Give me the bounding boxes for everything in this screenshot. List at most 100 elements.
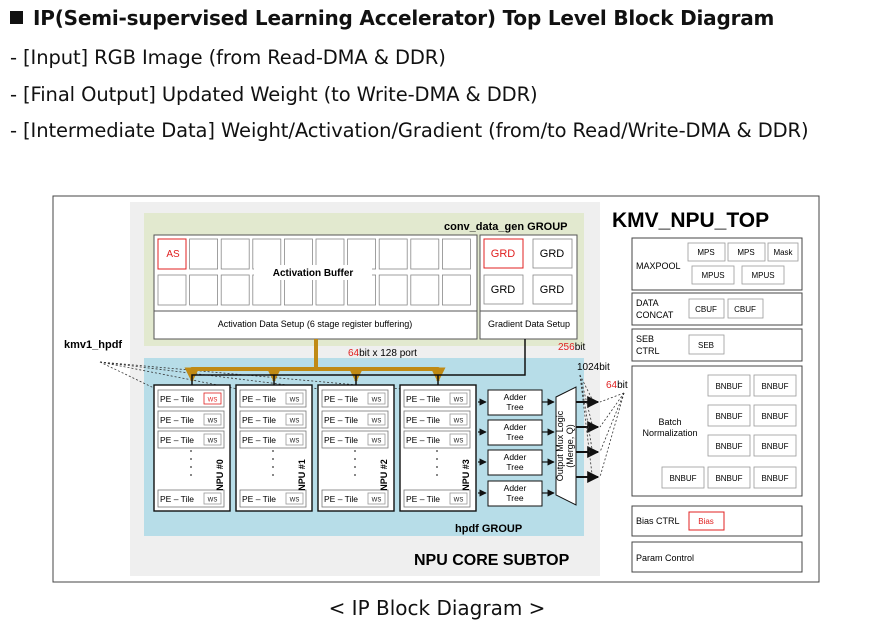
ellipsis-dot <box>190 474 192 476</box>
adder-tree-label: Tree <box>506 462 523 472</box>
ws-label: WS <box>372 439 382 445</box>
seb-label: SEB <box>698 341 714 350</box>
bus-64b-label: 64bit <box>606 380 628 391</box>
ws-box <box>367 392 386 405</box>
bnbuf-label: BNBUF <box>715 412 742 421</box>
ws-label: WS <box>290 398 300 404</box>
maxpool-label: MAXPOOL <box>636 261 681 271</box>
ws-box <box>203 492 222 505</box>
ellipsis-dot <box>272 474 274 476</box>
data-concat-label-2: CONCAT <box>636 310 674 320</box>
title-text: IP(Semi-supervised Learning Accelerator)… <box>33 6 775 30</box>
bus-256-prefix: 256 <box>558 342 575 353</box>
bullet-final-output: - [Final Output] Updated Weight (to Writ… <box>10 83 538 106</box>
bnbuf-label: BNBUF <box>761 442 788 451</box>
bus-64-prefix: 64 <box>348 348 360 359</box>
pe-tile-label: PE – Tile <box>242 435 276 445</box>
bullet-intermediate-data: - [Intermediate Data] Weight/Activation/… <box>10 119 809 142</box>
activation-cell <box>157 274 187 306</box>
ws-box <box>285 433 304 446</box>
bnbuf-label: BNBUF <box>761 474 788 483</box>
adder-tree-label: Tree <box>506 493 523 503</box>
activation-cell <box>252 238 282 270</box>
ellipsis-dot <box>436 458 438 460</box>
cbuf-label-1: CBUF <box>734 305 756 314</box>
mps-label-0: MPS <box>697 248 714 257</box>
adder-tree-label: Adder <box>504 392 527 402</box>
block-diagram: KMV_NPU_TOP NPU CORE SUBTOP conv_data_ge… <box>52 195 820 583</box>
batch-norm-label-2: Normalization <box>642 428 697 438</box>
ws-label: WS <box>290 498 300 504</box>
ws-box <box>285 492 304 505</box>
ws-label: WS <box>454 419 464 425</box>
ws-box <box>203 392 222 405</box>
bnbuf-cell <box>707 404 751 427</box>
bus-64b-pointer <box>599 392 625 403</box>
ws-box <box>449 492 468 505</box>
bias-ctrl-block: Bias CTRL Bias <box>631 505 803 537</box>
bus-1024-pointer <box>579 374 593 475</box>
npu-label: NPU #1 <box>297 459 307 491</box>
mux-label-2: (Merge, Q) <box>565 424 575 468</box>
mux-outputs <box>576 374 625 483</box>
ws-box <box>367 433 386 446</box>
bus-64b-pointer <box>599 392 625 453</box>
bnbuf-cell <box>753 404 797 427</box>
bus-64-label: 64bit x 128 port <box>348 348 417 359</box>
pe-tile-label: PE – Tile <box>242 494 276 504</box>
bnbuf-cell <box>753 374 797 397</box>
bias-ctrl-label: Bias CTRL <box>636 516 680 526</box>
bus-256bit <box>191 339 526 385</box>
ws-label: WS <box>372 398 382 404</box>
grd-label-3: GRD <box>540 284 565 296</box>
adder-tree-box <box>487 449 543 476</box>
bnbuf-cell <box>707 374 751 397</box>
activation-cell <box>315 238 345 270</box>
npu-label: NPU #0 <box>215 459 225 491</box>
bus-1024-label: 1024bit <box>577 362 610 373</box>
mask-label: Mask <box>773 248 793 257</box>
ws-box <box>367 492 386 505</box>
figure-caption: < IP Block Diagram > <box>328 596 546 620</box>
mpus-label-1: MPUS <box>751 271 774 280</box>
pe-tile-label: PE – Tile <box>406 435 440 445</box>
pe-tile-label: PE – Tile <box>160 435 194 445</box>
activation-cell <box>283 238 313 270</box>
data-concat-label-1: DATA <box>636 298 659 308</box>
grd-label-0: GRD <box>491 248 516 260</box>
ws-label: WS <box>208 419 218 425</box>
bus-1024-pointer <box>579 374 593 400</box>
batch-norm-label-1: Batch <box>658 417 681 427</box>
adder-tree-box <box>487 480 543 507</box>
activation-cell <box>441 238 471 270</box>
ws-label: WS <box>208 498 218 504</box>
adder-tree-box <box>487 389 543 416</box>
ws-label: WS <box>454 398 464 404</box>
cbuf-label-0: CBUF <box>695 305 717 314</box>
ws-label: WS <box>290 419 300 425</box>
mps-label-1: MPS <box>737 248 754 257</box>
pe-tile-label: PE – Tile <box>324 415 358 425</box>
ws-box <box>449 433 468 446</box>
bus-256-suffix: bit <box>575 342 586 353</box>
ws-label: WS <box>290 439 300 445</box>
top-title: KMV_NPU_TOP <box>612 209 769 232</box>
pe-tile-label: PE – Tile <box>242 415 276 425</box>
ellipsis-dot <box>354 458 356 460</box>
bus-256-label: 256bit <box>558 342 585 353</box>
activation-cell <box>378 238 408 270</box>
activation-cell <box>220 274 250 306</box>
pe-tile-label: PE – Tile <box>406 415 440 425</box>
ws-label: WS <box>454 498 464 504</box>
grd-cell-1 <box>532 238 573 269</box>
adder-tree-box <box>487 419 543 446</box>
ellipsis-dot <box>436 474 438 476</box>
activation-cell <box>157 238 187 270</box>
activation-cell <box>410 238 440 270</box>
pe-tile-label: PE – Tile <box>406 494 440 504</box>
adder-tree-label: Tree <box>506 432 523 442</box>
